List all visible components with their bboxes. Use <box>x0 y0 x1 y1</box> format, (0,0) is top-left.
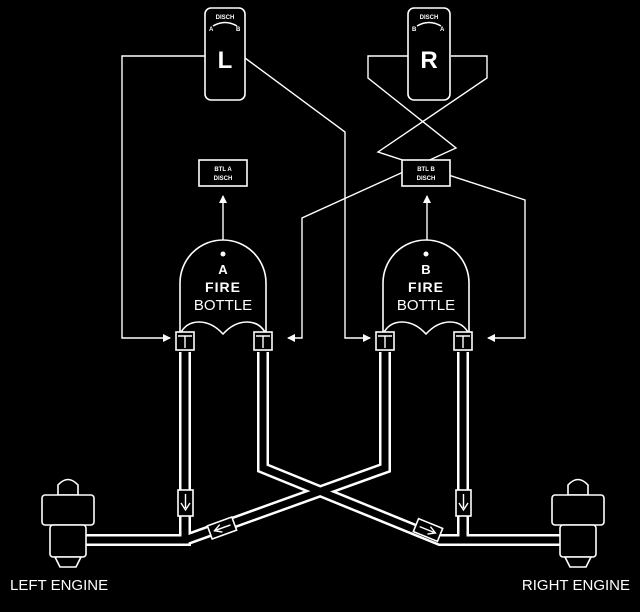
left-engine-label: LEFT ENGINE <box>10 577 108 594</box>
check-valve-cross-left <box>206 515 238 541</box>
check-valve-cross-right <box>412 517 444 543</box>
left-handle-disch-label: DISCH <box>216 15 235 21</box>
btl-a-disch-light: BTL A DISCH <box>198 159 248 187</box>
left-engine-icon <box>41 478 95 568</box>
bottle-b-letter: B <box>421 262 430 277</box>
left-handle-arc <box>212 21 238 27</box>
left-handle-letter: L <box>218 47 233 74</box>
bottle-a-pressure-switch <box>220 251 226 257</box>
btl-b-light-line1: BTL B <box>417 167 435 173</box>
check-valve-left <box>177 489 194 517</box>
btl-a-light-line2: DISCH <box>214 176 233 182</box>
left-handle-side-a: A <box>209 27 214 33</box>
fire-bottle-b: B FIRE BOTTLE <box>382 239 470 336</box>
right-handle-side-a: A <box>440 27 445 33</box>
bottle-b-bottle: BOTTLE <box>397 297 455 314</box>
squib-b-right <box>453 331 473 351</box>
btl-b-light-line2: DISCH <box>417 176 436 182</box>
squib-b-left <box>375 331 395 351</box>
right-fire-handle[interactable]: DISCH B A R <box>407 7 451 101</box>
left-handle-side-b: B <box>236 27 241 33</box>
btl-b-disch-light: BTL B DISCH <box>401 159 451 187</box>
bottle-a-letter: A <box>218 262 228 277</box>
right-handle-letter: R <box>420 47 437 74</box>
bottle-a-bottle: BOTTLE <box>194 297 252 314</box>
bottle-a-fire: FIRE <box>205 279 241 295</box>
squib-a-left <box>175 331 195 351</box>
right-handle-disch-label: DISCH <box>420 15 439 21</box>
check-valve-right <box>455 489 472 517</box>
right-handle-arc <box>416 21 442 27</box>
fire-bottle-a: A FIRE BOTTLE <box>179 239 267 336</box>
bottle-b-fire: FIRE <box>408 279 444 295</box>
discharge-pipes <box>80 352 560 546</box>
left-fire-handle[interactable]: DISCH A B L <box>204 7 246 101</box>
btl-a-light-line1: BTL A <box>214 167 232 173</box>
right-engine-icon <box>551 478 605 568</box>
control-wiring <box>121 55 526 342</box>
squib-a-right <box>253 331 273 351</box>
right-engine-label: RIGHT ENGINE <box>522 577 630 594</box>
right-handle-side-b: B <box>412 27 417 33</box>
bottle-b-pressure-switch <box>423 251 429 257</box>
